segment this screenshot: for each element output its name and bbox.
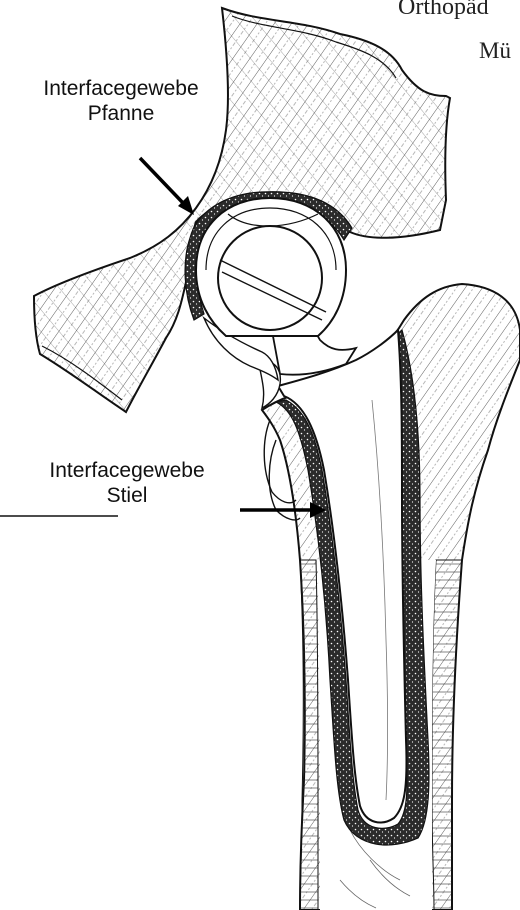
label-cup-interface-line2: Pfanne [18, 101, 224, 126]
label-stem-interface-line2: Stiel [24, 483, 230, 508]
label-cup-interface-line1: Interfacegewebe [18, 76, 224, 101]
label-cup-interface: Interfacegewebe Pfanne [18, 76, 224, 126]
label-stem-interface: Interfacegewebe Stiel [24, 458, 230, 508]
label-stem-interface-line1: Interfacegewebe [24, 458, 230, 483]
arrow-cup-interface [140, 158, 194, 215]
